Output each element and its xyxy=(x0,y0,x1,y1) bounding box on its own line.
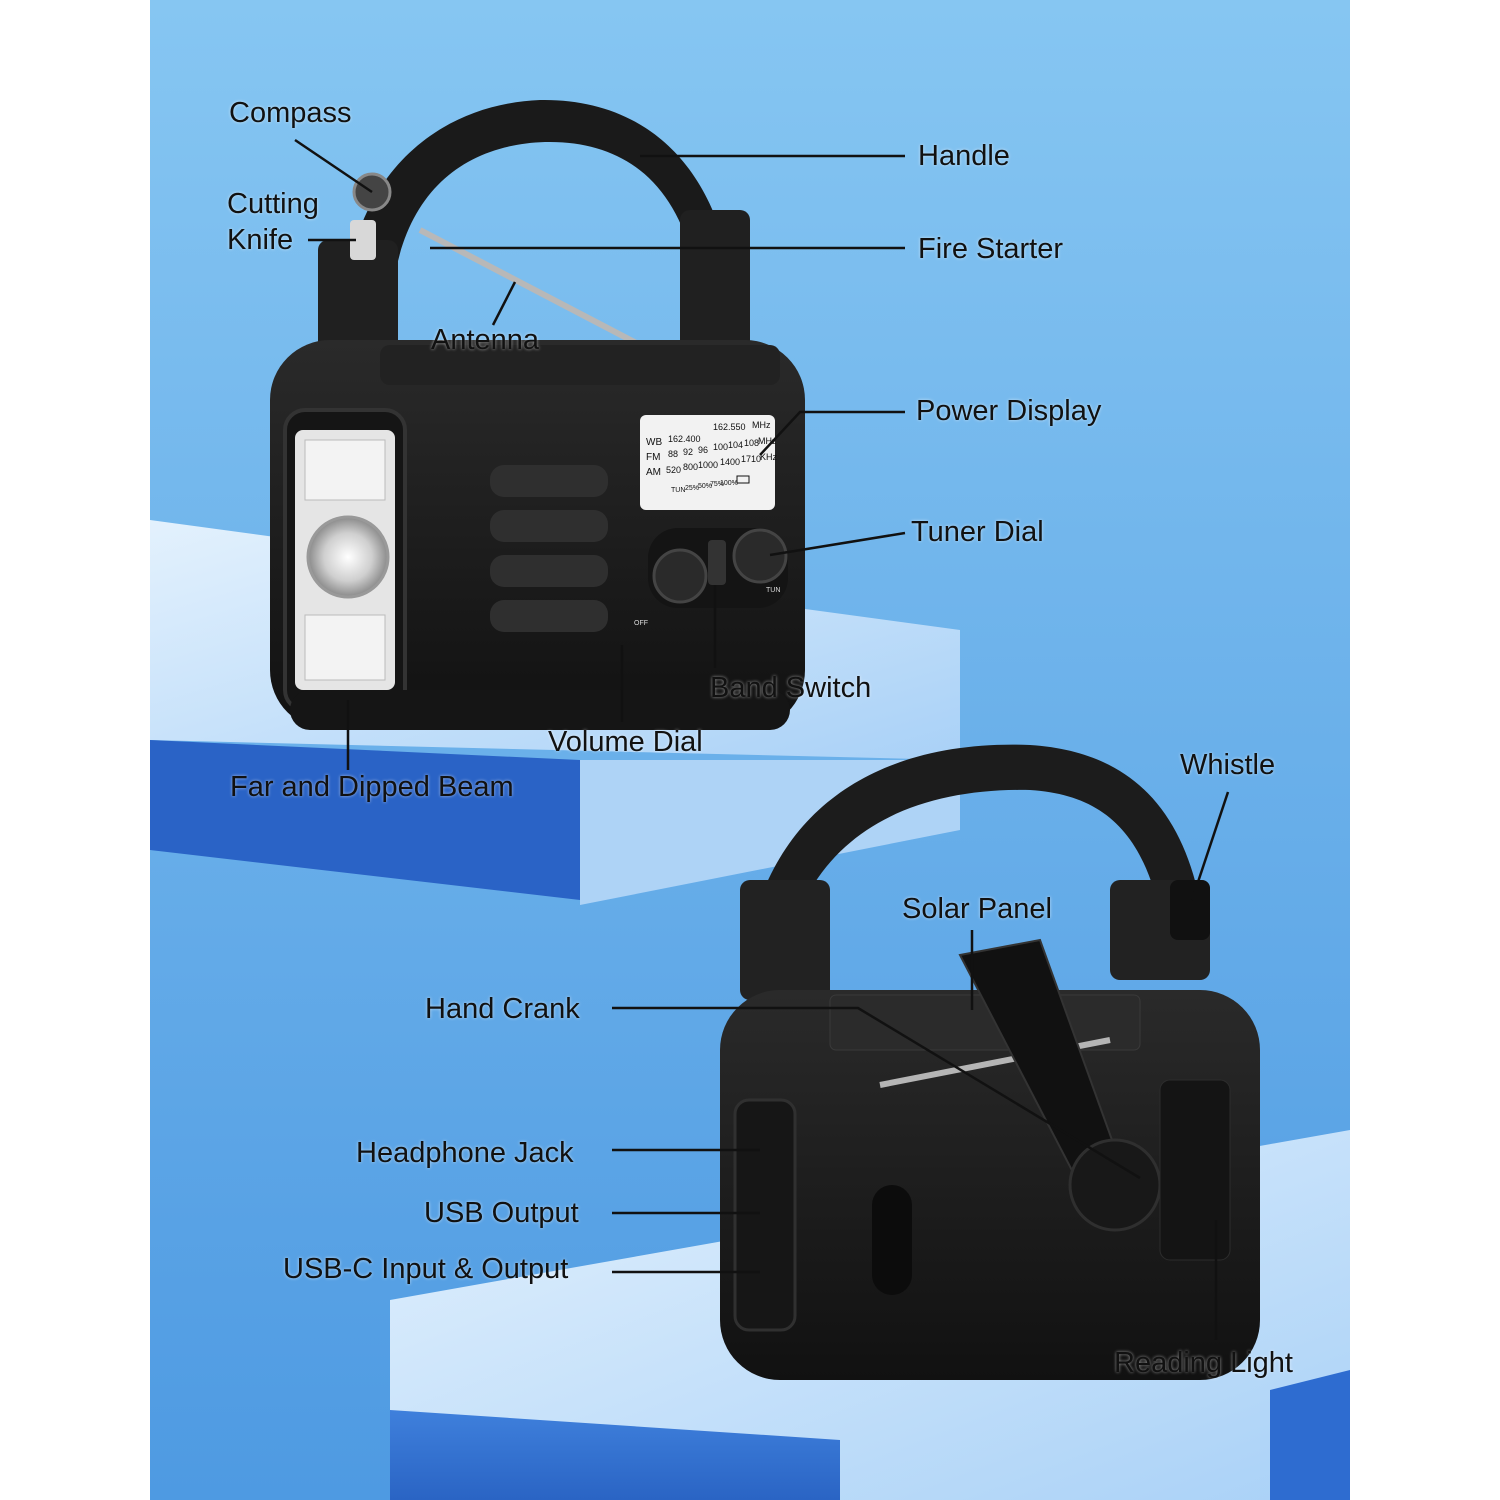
fire-starter-label: Fire Starter xyxy=(918,233,1064,265)
back-handle xyxy=(760,744,1205,940)
reading-light-panel xyxy=(1159,1079,1231,1261)
back-radio xyxy=(720,744,1260,1380)
whistle-icon xyxy=(1170,880,1210,940)
usb-output-label: USB Output xyxy=(424,1197,579,1229)
speaker-grille-3 xyxy=(490,555,608,587)
power-display-leader xyxy=(759,410,905,456)
leader-lines xyxy=(294,138,1230,1340)
band-am-label: AM xyxy=(646,467,661,478)
am-tick-4: 1710 xyxy=(741,454,761,464)
power-row-3: 75% xyxy=(710,481,724,488)
power-row-0: TUN xyxy=(671,487,685,494)
fm-tick-1: 92 xyxy=(683,447,693,457)
handle-label: Handle xyxy=(918,140,1010,172)
am-tick-0: 520 xyxy=(666,465,681,475)
fm-tick-2: 96 xyxy=(698,445,708,455)
power-display-label: Power Display xyxy=(916,395,1102,427)
reading-led-bottom xyxy=(304,614,386,681)
tuner-dial-leader xyxy=(769,531,906,557)
back-handle-strap-left xyxy=(740,880,830,1000)
hand-crank-leader xyxy=(612,1006,1141,1180)
lower-step-right xyxy=(1270,1370,1350,1500)
tuner-dial-label: Tuner Dial xyxy=(911,516,1044,548)
front-radio-top-ridges xyxy=(380,345,780,385)
lower-step-front xyxy=(390,1410,840,1500)
battery-icon xyxy=(736,475,750,484)
front-handle xyxy=(343,99,735,360)
mhz-label-1: MHz xyxy=(752,420,771,430)
crank-hub xyxy=(1068,1138,1162,1232)
speaker-grille-1 xyxy=(490,465,608,497)
white-margin-right xyxy=(1350,0,1500,1500)
cutting-knife-label-line1: Cutting xyxy=(227,188,319,220)
whistle-label: Whistle xyxy=(1180,749,1276,781)
am-tick-2: 1000 xyxy=(698,460,718,470)
svg-text:TUN 25% 50%: TUN 25% 50% 75% 100% xyxy=(671,480,738,494)
mhz-label-2: MHz xyxy=(758,436,777,446)
band-switch xyxy=(708,540,726,585)
fm-tick-0: 88 xyxy=(668,449,678,459)
off-label: OFF xyxy=(634,620,648,627)
flashlight-bulb xyxy=(306,515,390,599)
power-row-4: 100% xyxy=(720,480,738,487)
whistle-leader xyxy=(1190,791,1230,901)
fm-tick-4: 104 xyxy=(728,440,743,450)
band-switch-label: Band Switch xyxy=(710,672,872,704)
speaker-grille-2 xyxy=(490,510,608,542)
reading-light-label: Reading Light xyxy=(1114,1347,1293,1379)
upper-step-front xyxy=(150,740,580,900)
am-tick-3: 1400 xyxy=(720,457,740,467)
front-handle-strap-right xyxy=(680,210,750,350)
reading-led-top xyxy=(304,439,386,501)
antenna-label: Antenna xyxy=(431,324,540,356)
wb-end-label: 162.550 xyxy=(713,422,746,432)
compass-leader xyxy=(294,138,373,194)
front-radio: WB FM AM 162.400 162.550 MHz 88 92 96 10… xyxy=(270,99,805,730)
khz-label: KHz xyxy=(760,452,778,462)
antenna-leader xyxy=(491,281,517,326)
front-radio-base xyxy=(290,690,790,730)
band-wb-label: WB xyxy=(646,437,662,448)
speaker-grille-4 xyxy=(490,600,608,632)
white-margin-left xyxy=(0,0,150,1500)
frequency-display xyxy=(640,415,775,510)
cutting-knife-icon xyxy=(350,220,376,260)
usb-c-input-output-label: USB-C Input & Output xyxy=(283,1253,569,1285)
volume-dial-label: Volume Dial xyxy=(548,726,703,758)
svg-text:WB FM AM: WB FM AM xyxy=(646,437,665,478)
power-row-1: 25% xyxy=(685,485,699,492)
back-speaker-slot xyxy=(872,1185,912,1295)
wb-start-label: 162.400 xyxy=(668,434,701,444)
compass-label: Compass xyxy=(229,97,352,129)
tun-label: TUN xyxy=(766,587,780,594)
headphone-jack-label: Headphone Jack xyxy=(356,1137,574,1169)
am-tick-1: 800 xyxy=(683,462,698,472)
solar-panel-label: Solar Panel xyxy=(902,893,1052,925)
fm-tick-3: 100 xyxy=(713,442,728,452)
back-radio-body xyxy=(720,990,1260,1380)
power-row-2: 50% xyxy=(698,483,712,490)
band-fm-label: FM xyxy=(646,452,660,463)
volume-dial xyxy=(652,548,708,604)
far-and-dipped-beam-label: Far and Dipped Beam xyxy=(230,771,514,803)
cutting-knife-label-line2: Knife xyxy=(227,224,294,256)
hand-crank-label: Hand Crank xyxy=(425,993,580,1025)
port-panel xyxy=(733,1098,797,1332)
fm-tick-5: 108 xyxy=(744,438,759,448)
svg-text:162.400 162.550 MH: 162.400 162.550 MHz 88 92 96 100 104 108… xyxy=(666,420,779,475)
tuner-dial xyxy=(732,528,788,584)
